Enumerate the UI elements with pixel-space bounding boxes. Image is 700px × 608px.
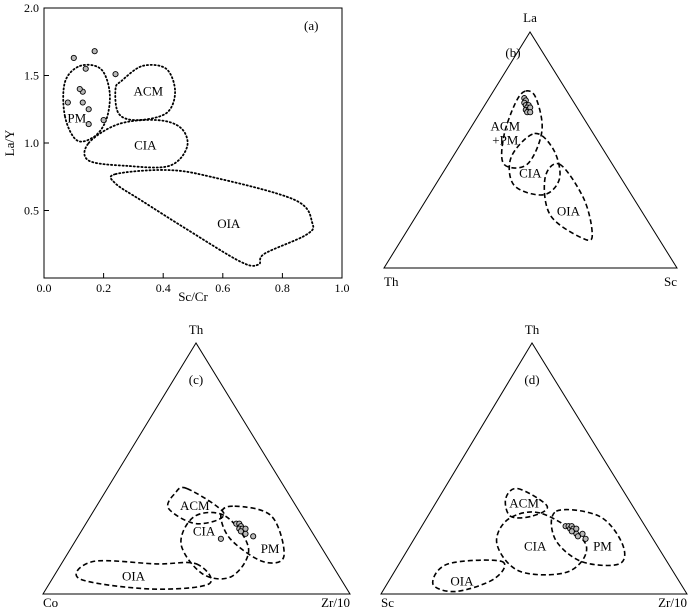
panel-c-label: (c) — [189, 372, 203, 387]
panel-a-xtick-label: 0.0 — [37, 281, 52, 295]
panel-d-data-point — [579, 530, 586, 537]
panel-a-field-label-cia: CIA — [134, 138, 157, 153]
panel-b-field-oia — [543, 162, 594, 242]
panel-a-ytick-label: 1.5 — [24, 69, 39, 83]
panel-a-label: (a) — [304, 18, 318, 33]
panel-d-field-acm — [504, 487, 549, 519]
panel-c-vertex-top-label: Th — [189, 322, 204, 337]
panel-a-y-axis-label: La/Y — [2, 129, 17, 156]
panel-a-ytick-label: 0.5 — [24, 204, 39, 218]
panel-d-vertex-left-label: Sc — [381, 595, 394, 608]
panel-c-vertex-right-label: Zr/10 — [321, 595, 350, 608]
panel-a-ytick-label: 2.0 — [24, 1, 39, 15]
panel-a-field-label-acm: ACM — [133, 84, 163, 99]
panel-d-field-label-pm: PM — [593, 538, 612, 553]
panel-a-ytick-label: 1.0 — [24, 136, 39, 150]
panel-a-xtick-label: 0.6 — [215, 281, 230, 295]
panel-a-data-point — [64, 99, 71, 106]
panel-a-xtick-label: 1.0 — [335, 281, 350, 295]
panel-b-vertex-left-label: Th — [384, 274, 399, 289]
panel-d-data-point — [574, 533, 581, 540]
panel-c-field-acm — [166, 486, 225, 525]
panel-a-xtick-label: 0.8 — [275, 281, 290, 295]
panel-b-vertex-top-label: La — [523, 10, 537, 25]
panel-b-vertex-right-label: Sc — [664, 274, 677, 289]
panel-d-field-oia — [431, 559, 506, 593]
panel-a-field-acm — [114, 63, 177, 122]
panel-c-triangle — [42, 342, 351, 595]
panel-d-field-label-oia: OIA — [450, 573, 474, 588]
panel-c-vertex-left-label: Co — [43, 595, 58, 608]
panel-a-field-oia — [109, 169, 315, 267]
panel-d-vertex-right-label: Zr/10 — [658, 595, 687, 608]
panel-c-field-cia — [180, 511, 250, 580]
panel-d-field-label-cia: CIA — [524, 538, 547, 553]
panel-a-field-pm — [62, 63, 111, 143]
panel-d-data-point — [568, 528, 575, 535]
panel-b-field-label-cia: CIA — [519, 166, 542, 181]
panel-c-field-label-cia: CIA — [193, 523, 216, 538]
panel-a-data-point — [85, 121, 92, 128]
panel-c-field-pm — [219, 505, 285, 564]
panel-a-field-cia — [83, 118, 189, 169]
panel-a-xtick-label: 0.4 — [156, 281, 171, 295]
panel-a-points — [64, 48, 119, 128]
panel-d-triangle — [380, 342, 688, 595]
panel-a-data-point — [91, 48, 98, 55]
panel-a-data-point — [76, 85, 83, 93]
panel-d-vertex-top-label: Th — [525, 322, 540, 337]
panel-b-field-acm-pm — [500, 90, 543, 169]
panel-c-data-point — [242, 525, 249, 532]
panel-b-data-point — [527, 109, 534, 116]
panel-a-data-point — [82, 65, 89, 72]
panel-c-field-oia — [75, 559, 213, 590]
panel-a-xtick-label: 0.2 — [96, 281, 111, 295]
panel-a-data-point — [79, 99, 86, 106]
panel-d-field-label-acm: ACM — [509, 496, 539, 511]
panel-b-label: (b) — [505, 45, 520, 60]
panel-a-plot: (a) Sc/Cr La/Y 0.0 0.2 0.4 0.6 0.8 1.0 0.5 1.0 1… — [2, 1, 350, 304]
panel-d-data-point — [573, 525, 580, 532]
panel-a-data-point — [112, 71, 119, 78]
panel-d-field-pm — [550, 508, 626, 567]
panel-a-ticks: 0.0 0.2 0.4 0.6 0.8 1.0 0.5 1.0 1.5 2.0 — [24, 1, 350, 295]
panel-c-data-point — [237, 528, 244, 535]
panel-c-field-label-acm: ACM — [180, 498, 210, 513]
panel-b-field-label-oia: OIA — [557, 203, 581, 218]
panel-c-field-label-pm: PM — [261, 541, 280, 556]
panel-a-field-label-oia: OIA — [217, 216, 241, 231]
panel-b-triangle — [383, 31, 678, 269]
panel-d-label: (d) — [524, 372, 539, 387]
panel-c-field-label-oia: OIA — [122, 568, 146, 583]
panel-a-field-label-pm: PM — [67, 111, 86, 126]
panel-d-data-point — [582, 535, 589, 542]
panel-c-data-point — [250, 533, 257, 540]
panel-a-data-point — [100, 117, 107, 124]
panel-b-field-cia — [508, 132, 561, 196]
panel-d-field-cia — [495, 511, 588, 576]
panel-a-fields: PM ACM CIA OIA — [62, 63, 315, 267]
panel-a-x-axis-label: Sc/Cr — [178, 289, 208, 304]
panel-b-field-label-acm-pm: ACM+PM — [490, 118, 520, 147]
panel-a-data-point — [70, 54, 77, 62]
panel-c-data-point — [217, 535, 224, 542]
panel-c-data-point — [242, 530, 249, 537]
panel-a-data-point — [85, 106, 92, 113]
